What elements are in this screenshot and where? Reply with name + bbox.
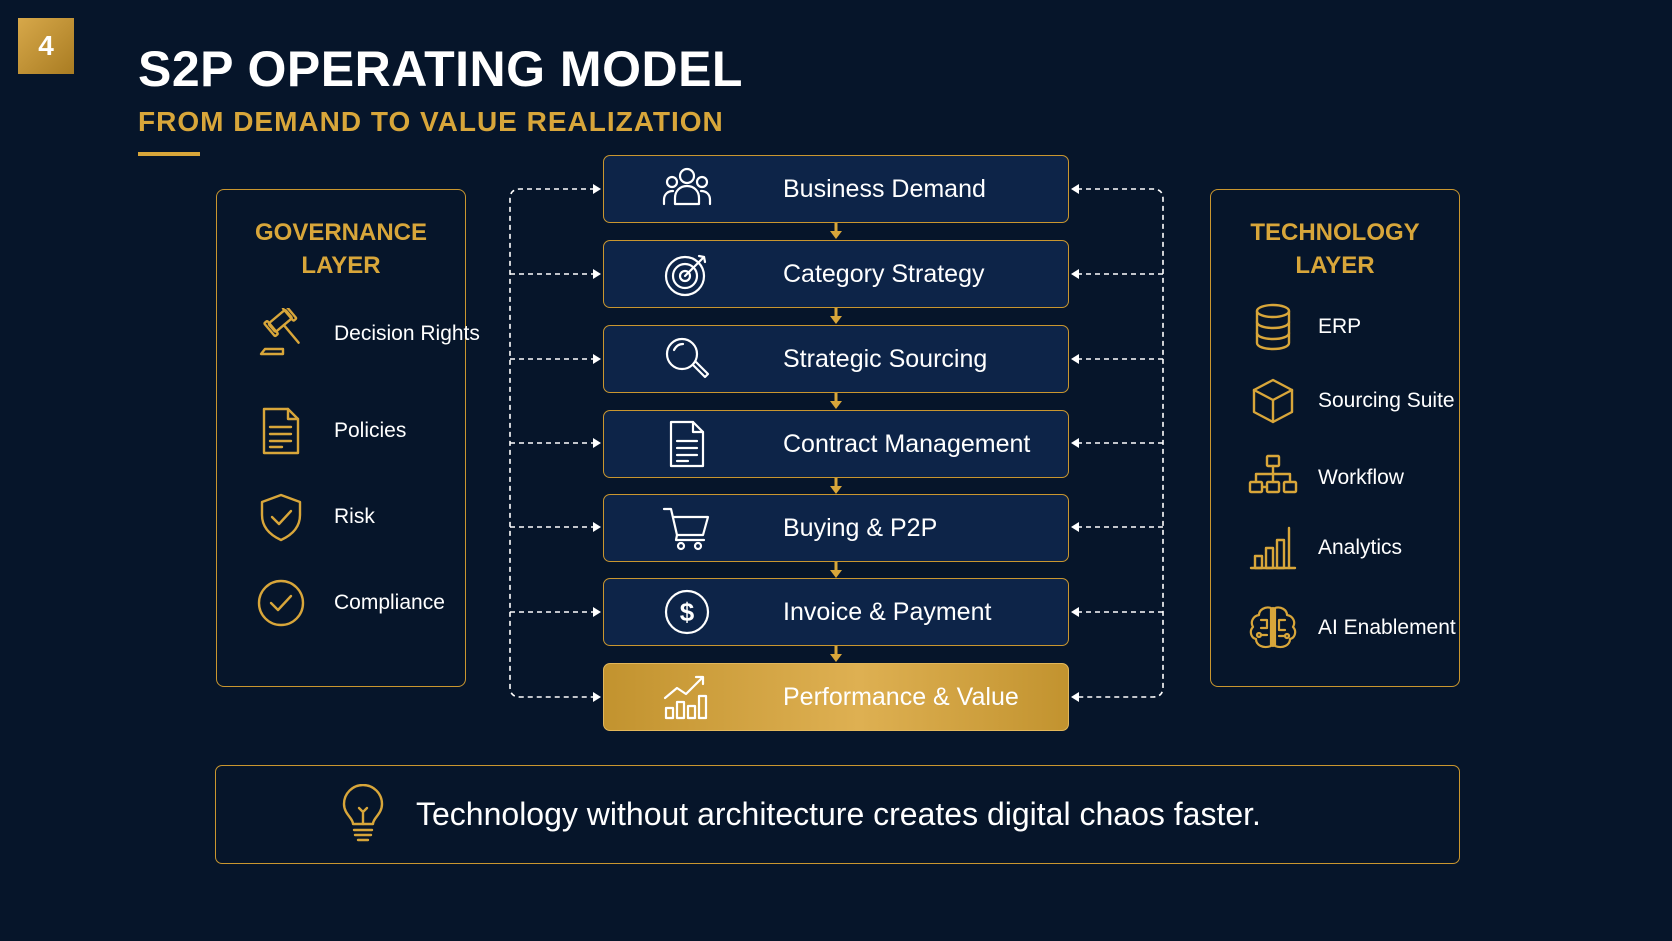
key-message-callout: Technology without architecture creates …: [215, 765, 1460, 864]
gavel-icon: [255, 304, 307, 360]
arrowhead-right: [1071, 607, 1079, 617]
arrowhead-left: [593, 269, 601, 279]
flow-step-business-demand: Business Demand: [603, 155, 1069, 223]
technology-item-label: Workflow: [1318, 466, 1404, 489]
technology-item-erp: ERP: [1211, 301, 1459, 361]
cart-icon: [662, 503, 712, 553]
governance-item-label: Policies: [334, 419, 407, 442]
arrowhead-right: [1071, 354, 1079, 364]
technology-item-label: AI Enablement: [1318, 616, 1456, 639]
flow-step-label: Buying & P2P: [783, 513, 938, 542]
down-arrowhead: [830, 570, 842, 578]
governance-panel: GOVERNANCE LAYER Decision Rights: [216, 189, 480, 687]
arrowhead-left: [593, 438, 601, 448]
database-icon: [1247, 301, 1299, 353]
down-arrowhead: [830, 231, 842, 239]
flow-step-strategic-sourcing: Strategic Sourcing: [603, 325, 1069, 393]
flow-step-label: Business Demand: [783, 174, 986, 203]
contract-icon: [662, 419, 712, 469]
governance-item-policies: Policies: [217, 405, 465, 465]
arrowhead-left: [593, 354, 601, 364]
down-arrowhead: [830, 486, 842, 494]
growth-chart-icon: [662, 672, 712, 722]
technology-item-analytics: Analytics: [1211, 522, 1459, 582]
arrowhead-left: [593, 692, 601, 702]
flow-step-label: Contract Management: [783, 429, 1031, 458]
down-arrowhead: [830, 316, 842, 324]
cube-icon: [1247, 375, 1299, 427]
check-circle-icon: [255, 577, 307, 629]
arrowhead-left: [593, 607, 601, 617]
brain-circuit-icon: [1247, 602, 1299, 654]
page-title: S2P OPERATING MODEL: [138, 41, 743, 97]
flow-step-category-strategy: Category Strategy: [603, 240, 1069, 308]
slide-number: 4: [18, 18, 74, 74]
arrowhead-right: [1071, 692, 1079, 702]
dollar-icon: $: [662, 587, 712, 637]
governance-item-label: Compliance: [334, 591, 445, 614]
key-message-text: Technology without architecture creates …: [416, 795, 1261, 832]
arrowhead-right: [1071, 522, 1079, 532]
document-icon: [255, 405, 307, 457]
down-arrowhead: [830, 654, 842, 662]
bar-chart-icon: [1247, 522, 1299, 574]
governance-item-risk: Risk: [217, 491, 465, 551]
flow-step-contract-management: Contract Management: [603, 410, 1069, 478]
title-underline: [138, 152, 200, 156]
arrowhead-left: [593, 184, 601, 194]
governance-item-label: Risk: [334, 505, 375, 528]
flow-step-label: Performance & Value: [783, 682, 1019, 711]
technology-panel: TECHNOLOGY LAYER ERP Sourcing Suite: [1210, 189, 1460, 687]
governance-item-decision-rights: Decision Rights: [217, 304, 480, 368]
flow-step-label: Strategic Sourcing: [783, 344, 988, 373]
technology-item-label: ERP: [1318, 315, 1362, 338]
flow-step-performance-value: Performance & Value: [603, 663, 1069, 731]
lightbulb-icon: [334, 783, 392, 846]
down-arrowhead: [830, 401, 842, 409]
users-icon: [662, 164, 712, 214]
governance-item-compliance: Compliance: [217, 577, 465, 637]
arrowhead-right: [1071, 269, 1079, 279]
technology-item-workflow: Workflow: [1211, 452, 1459, 512]
technology-item-sourcing-suite: Sourcing Suite: [1211, 375, 1459, 435]
arrowhead-right: [1071, 438, 1079, 448]
arrowhead-right: [1071, 184, 1079, 194]
magnifier-icon: [662, 334, 712, 384]
target-icon: [662, 249, 712, 299]
shield-check-icon: [255, 491, 307, 543]
svg-text:$: $: [680, 597, 695, 627]
arrow-group: [593, 184, 1079, 702]
arrowhead-left: [593, 522, 601, 532]
dashed-connector-lines: [509, 188, 1164, 698]
flow-step-buying-p2p: Buying & P2P: [603, 494, 1069, 562]
technology-item-label: Analytics: [1318, 536, 1403, 559]
org-chart-icon: [1247, 452, 1299, 504]
governance-item-label: Decision Rights: [334, 322, 480, 345]
flow-step-label: Category Strategy: [783, 259, 985, 288]
technology-item-label: Sourcing Suite: [1318, 389, 1455, 412]
technology-item-ai-enablement: AI Enablement: [1211, 602, 1459, 662]
page-subtitle: FROM DEMAND TO VALUE REALIZATION: [138, 106, 724, 137]
governance-title: GOVERNANCE LAYER: [254, 219, 428, 279]
technology-title: TECHNOLOGY LAYER: [1250, 219, 1420, 279]
flow-step-invoice-payment: $ Invoice & Payment: [603, 578, 1069, 646]
flow-step-label: Invoice & Payment: [783, 597, 992, 626]
